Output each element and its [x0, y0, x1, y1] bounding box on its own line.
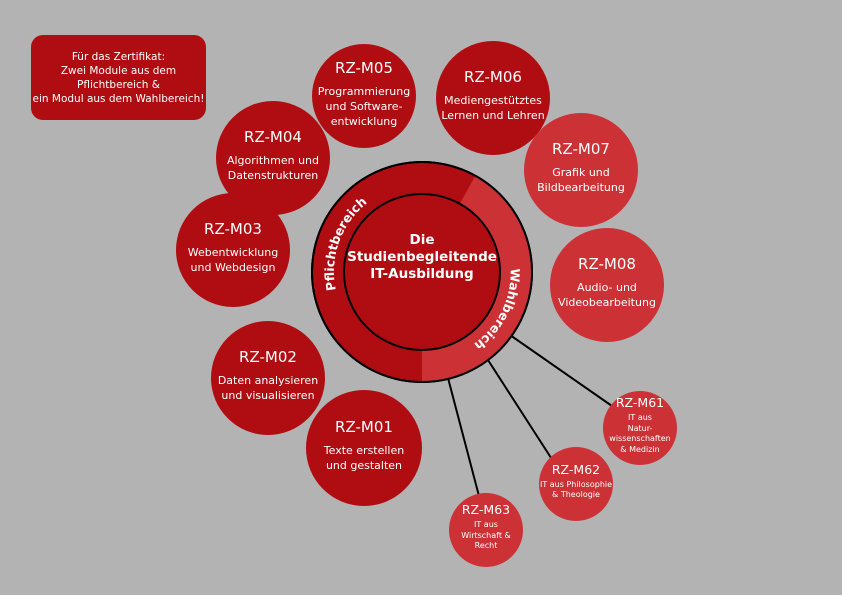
wahlbereich-segment	[422, 175, 532, 382]
module-title-line: IT aus Philosophie	[539, 479, 613, 489]
module-title-line: wissenschaften	[609, 434, 671, 443]
module-title-line: und visualisieren	[221, 389, 315, 402]
connector-m62	[487, 359, 556, 465]
module-code: RZ-M06	[464, 68, 522, 86]
note-line: Für das Zertifikat:	[71, 50, 166, 63]
module-title-line: Grafik und	[552, 166, 610, 179]
center-title: Die Studienbegleitende IT-Ausbildung	[342, 232, 502, 283]
module-code: RZ-M07	[552, 140, 610, 158]
module-title-line: entwicklung	[330, 114, 398, 128]
module-rz-m62[interactable]: RZ-M62 IT aus Philosophie& Theologie	[539, 447, 613, 521]
connector-m61	[509, 334, 613, 407]
module-title-line: IT aus	[474, 520, 498, 530]
note-line: ein Modul aus dem Wahlbereich!	[32, 92, 205, 105]
module-title-line: & Theologie	[552, 490, 600, 499]
module-code: RZ-M03	[204, 220, 262, 238]
module-title: IT aus Philosophie& Theologie	[540, 480, 612, 501]
module-title: Webentwicklung und Webdesign	[188, 245, 279, 275]
module-code: RZ-M08	[578, 255, 636, 273]
note-line: Zwei Module aus dem	[60, 64, 177, 77]
module-title-line: Webentwicklung	[187, 246, 279, 259]
module-title-line: Mediengestütztes	[444, 94, 542, 107]
module-title: Texte erstellen und gestalten	[324, 443, 404, 473]
certificate-note: Für das Zertifikat: Zwei Module aus dem …	[31, 35, 206, 120]
inner-circle	[343, 193, 501, 351]
module-code: RZ-M63	[461, 502, 511, 518]
module-title-line: Audio- und	[577, 281, 637, 294]
module-title-line: IT aus	[628, 413, 652, 422]
module-title-line: und gestalten	[325, 459, 403, 472]
module-title-line: Recht	[474, 541, 498, 551]
module-title-line: & Medizin	[620, 444, 660, 454]
module-title-line: Texte erstellen	[323, 444, 405, 457]
note-line: Pflichtbereich &	[77, 78, 160, 91]
module-title-line: Datenstrukturen	[227, 169, 319, 182]
module-title-line: und Software-	[325, 99, 403, 113]
module-code: RZ-M04	[244, 128, 302, 146]
module-code: RZ-M62	[551, 461, 601, 477]
module-title-line: Videobearbeitung	[558, 296, 656, 309]
center-title-line: Die	[409, 232, 435, 248]
connector-m63	[447, 377, 480, 497]
module-title-line: und Webdesign	[190, 261, 276, 274]
module-code: RZ-M01	[335, 418, 393, 436]
module-title: Daten analysieren und visualisieren	[218, 373, 318, 403]
module-title-line: Algorithmen und	[226, 154, 320, 167]
module-title-line: Daten analysieren	[217, 374, 319, 387]
module-title-line: Programmierung	[317, 84, 411, 98]
module-code: RZ-M02	[239, 348, 297, 366]
center-title-line: Studienbegleitende	[347, 249, 497, 265]
module-code: RZ-M05	[335, 58, 393, 77]
module-title-line: Natur-	[627, 423, 653, 433]
module-title-line: Bildbearbeitung	[537, 181, 625, 194]
module-title-line: Lernen und Lehren	[441, 109, 545, 122]
module-title-line: Wirtschaft &	[461, 530, 511, 540]
module-code: RZ-M61	[615, 395, 665, 410]
center-title-line: IT-Ausbildung	[370, 266, 474, 282]
